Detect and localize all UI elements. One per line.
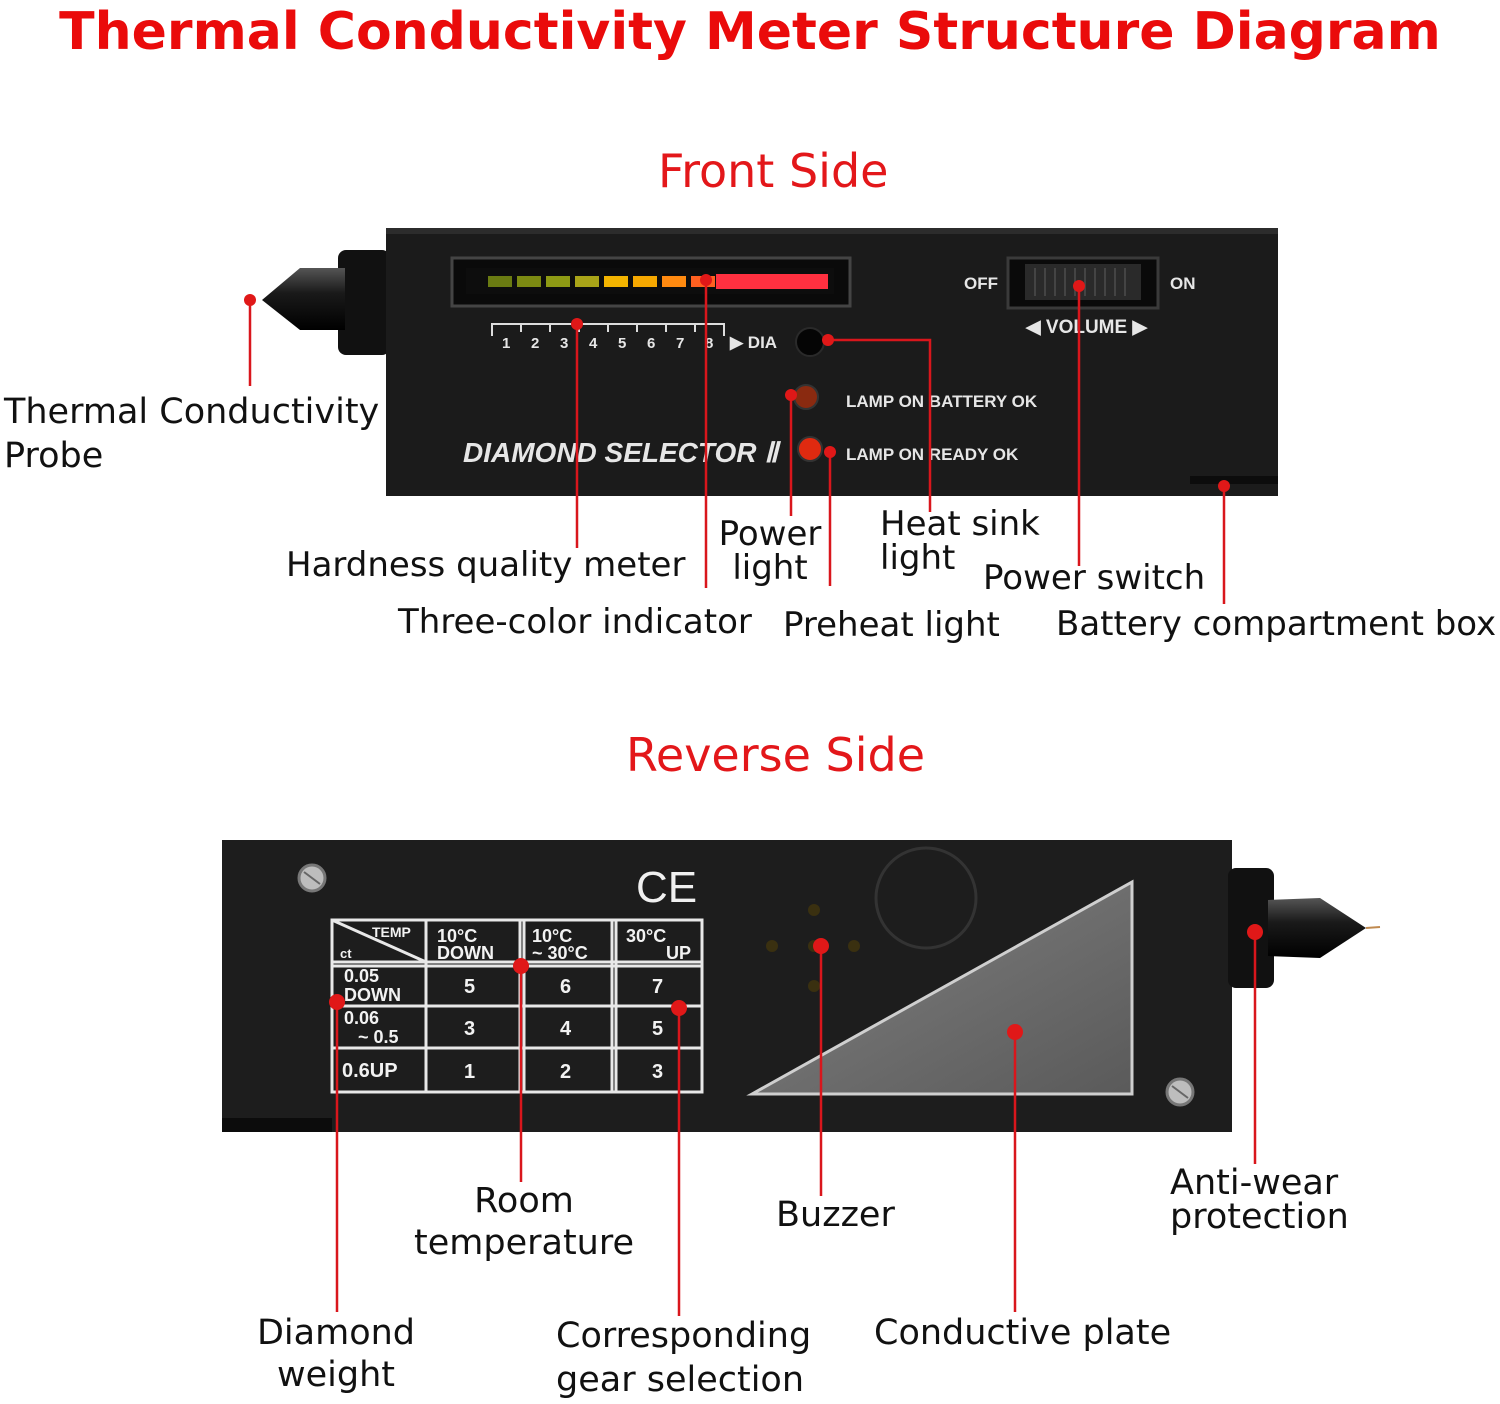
scale-suffix: ▶ DIA [729,333,777,352]
reverse-probe-tip [1268,898,1366,958]
table-row-label: ~ 0.5 [358,1027,399,1047]
label-power-switch: Power switch [983,558,1206,598]
label-line: Diamond [256,1313,416,1353]
table-col-header: 10°C [532,926,572,946]
table-col-header: 10°C [437,926,477,946]
scale-number: 6 [647,335,655,352]
table-cell: 2 [560,1061,571,1083]
label-anti-wear-protection: Anti-wear protection [1170,1163,1349,1237]
table-cell: 3 [652,1061,663,1083]
table-cell: 4 [560,1018,572,1040]
volume-text: ◀ VOLUME ▶ [1025,317,1148,338]
label-line: light [880,538,956,578]
label-line: light [732,548,808,588]
reverse-side-heading: Reverse Side [626,728,925,782]
table-col-header: UP [666,943,691,963]
label-preheat-light: Preheat light [783,605,1000,645]
label-heat-sink-light: Heat sink light [880,507,1040,575]
table-corner-temp: TEMP [372,924,411,940]
label-line: Probe [4,436,104,476]
heat-sink-lamp [795,327,825,357]
scale-number: 4 [589,335,598,352]
label-buzzer: Buzzer [776,1195,895,1235]
table-row-label: 0.06 [344,1008,379,1028]
label-line: gear selection [556,1360,805,1400]
main-title: Thermal Conductivity Meter Structure Dia… [59,2,1441,62]
table-cell: 1 [464,1061,475,1083]
label-line: Thermal Conductivity [4,392,380,432]
front-side-heading: Front Side [658,144,889,198]
scale-number: 5 [618,335,626,352]
battery-lamp [793,384,819,410]
scale-number: 2 [531,335,539,352]
label-line: Corresponding [556,1316,812,1356]
table-cell: 3 [464,1018,475,1040]
leader-lines [248,280,1257,1316]
switch-on-text: ON [1170,274,1196,293]
lamp-ready-text: LAMP ON READY OK [846,445,1019,464]
label-battery-compartment: Battery compartment box [1056,604,1497,644]
label-three-color-indicator: Three-color indicator [398,602,752,642]
label-conductive-plate: Conductive plate [874,1313,1172,1353]
leader-dots [244,274,1263,1040]
lamp-battery-text: LAMP ON BATTERY OK [846,392,1038,411]
scale-numbers: 1 2 3 4 5 6 7 8 [502,335,713,352]
label-power-light: Power light [714,517,826,585]
table-row-label: DOWN [344,985,401,1005]
label-room-temperature: Room temperature [404,1180,644,1264]
ce-mark: CE [636,863,697,912]
label-gear-selection: Corresponding gear selection [556,1314,811,1402]
switch-off-text: OFF [964,274,998,293]
scale-number: 3 [560,335,568,352]
label-line: Room [474,1181,574,1221]
label-line: temperature [414,1223,634,1263]
label-line: Anti-wear [1170,1163,1339,1203]
label-line: protection [1170,1197,1349,1237]
front-device: 1 2 3 4 5 6 7 8 ▶ DIA LAMP ON BATTERY OK… [262,228,1278,496]
table-cell: 5 [464,976,475,998]
table-col-header: DOWN [437,943,494,963]
scale-number: 7 [676,335,684,352]
table-corner-ct: ct [340,946,352,961]
probe-tip [262,268,345,330]
label-line: Power [718,514,822,554]
table-col-header: 30°C [626,926,666,946]
table-row-label: 0.6UP [342,1060,398,1082]
brand-text: DIAMOND SELECTOR Ⅱ [463,437,781,468]
conductive-plate [746,879,1134,1096]
table-cell: 5 [652,1018,663,1040]
table-cell: 6 [560,976,571,998]
table-col-header: ~ 30°C [532,943,588,963]
label-line: weight [276,1355,395,1395]
label-hardness-meter: Hardness quality meter [286,545,686,585]
scale-number: 1 [502,335,510,352]
battery-compartment [1190,476,1278,484]
probe-collar [338,250,390,355]
ready-lamp [797,436,823,462]
scale-number: 8 [705,335,713,352]
label-diamond-weight: Diamond weight [236,1312,436,1396]
gear-table-text: TEMP ct 10°C DOWN 10°C ~ 30°C 30°C UP 0.… [340,924,691,1083]
leader-heat-sink [828,338,932,512]
table-row-label: 0.05 [344,966,379,986]
label-thermal-probe: Thermal Conductivity Probe [4,390,379,478]
label-line: Heat sink [880,504,1040,544]
reverse-device: CE [222,840,1381,1132]
table-cell: 7 [652,976,663,998]
logo-emblem [874,846,978,950]
